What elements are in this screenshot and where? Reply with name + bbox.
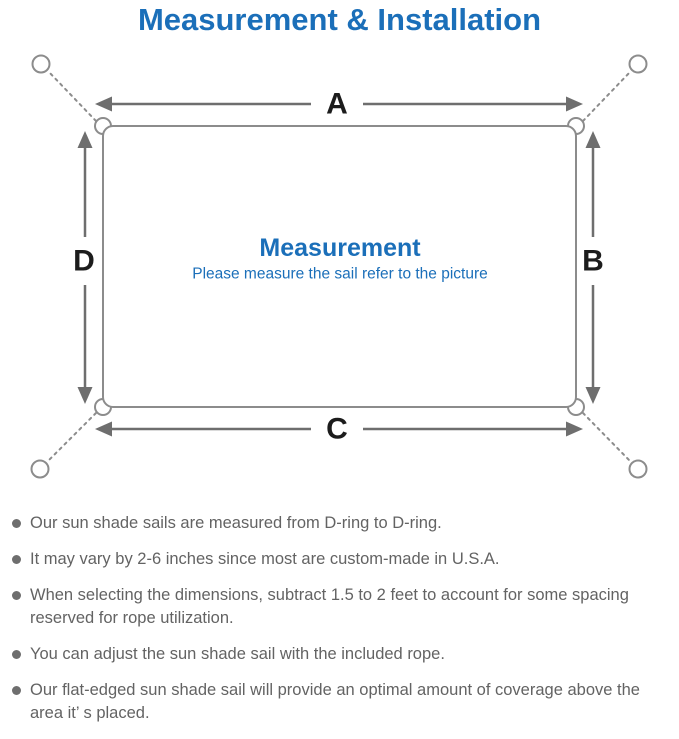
dashed-rope-top-right	[582, 70, 632, 122]
dimension-label-d: D	[73, 245, 95, 278]
note-text: Our sun shade sails are measured from D-…	[30, 514, 442, 532]
dimension-label-b: B	[582, 245, 604, 278]
dimension-label-c: C	[326, 413, 348, 446]
anchor-ring-icon-bottom-left	[30, 459, 50, 479]
anchor-ring-icon-top-right	[628, 54, 648, 74]
sail-measurement-svg: A C D B	[30, 54, 648, 479]
arrowhead-b-bottom	[585, 387, 601, 404]
note-text: It may vary by 2-6 inches since most are…	[30, 550, 500, 568]
bullet-dot-icon	[12, 591, 21, 600]
note-text: When selecting the dimensions, subtract …	[30, 586, 629, 627]
list-item: Our sun shade sails are measured from D-…	[12, 512, 673, 535]
dashed-rope-top-left	[47, 70, 97, 122]
bullet-dot-icon	[12, 650, 21, 659]
list-item: It may vary by 2-6 inches since most are…	[12, 548, 673, 571]
bullet-dot-icon	[12, 519, 21, 528]
instruction-notes-list: Our sun shade sails are measured from D-…	[12, 512, 673, 725]
dashed-rope-bottom-left	[46, 412, 97, 463]
bullet-dot-icon	[12, 686, 21, 695]
list-item: You can adjust the sun shade sail with t…	[12, 643, 673, 666]
measurement-diagram: A C D B	[0, 41, 679, 496]
list-item: When selecting the dimensions, subtract …	[12, 584, 673, 630]
arrowhead-a-right	[566, 96, 583, 112]
diagram-center-title: Measurement	[259, 234, 421, 262]
list-item: Our flat-edged sun shade sail will provi…	[12, 679, 673, 725]
anchor-rings	[30, 54, 648, 479]
anchor-ring-icon-top-left	[31, 54, 51, 74]
arrowhead-b-top	[585, 131, 601, 148]
bullet-dot-icon	[12, 555, 21, 564]
sail-outline	[102, 125, 577, 408]
diagram-center-subtitle: Please measure the sail refer to the pic…	[192, 266, 488, 283]
arrowhead-a-left	[95, 96, 112, 112]
arrowhead-c-left	[95, 421, 112, 437]
dimension-label-a: A	[326, 88, 348, 121]
note-text: You can adjust the sun shade sail with t…	[30, 645, 445, 663]
page-title: Measurement & Installation	[137, 2, 542, 37]
arrowhead-d-bottom	[77, 387, 93, 404]
anchor-ring-icon-bottom-right	[628, 459, 648, 479]
dashed-rope-bottom-right	[582, 412, 632, 463]
dashed-rope-lines	[46, 70, 632, 463]
arrowhead-d-top	[77, 131, 93, 148]
arrowhead-c-right	[566, 421, 583, 437]
note-text: Our flat-edged sun shade sail will provi…	[30, 681, 640, 722]
